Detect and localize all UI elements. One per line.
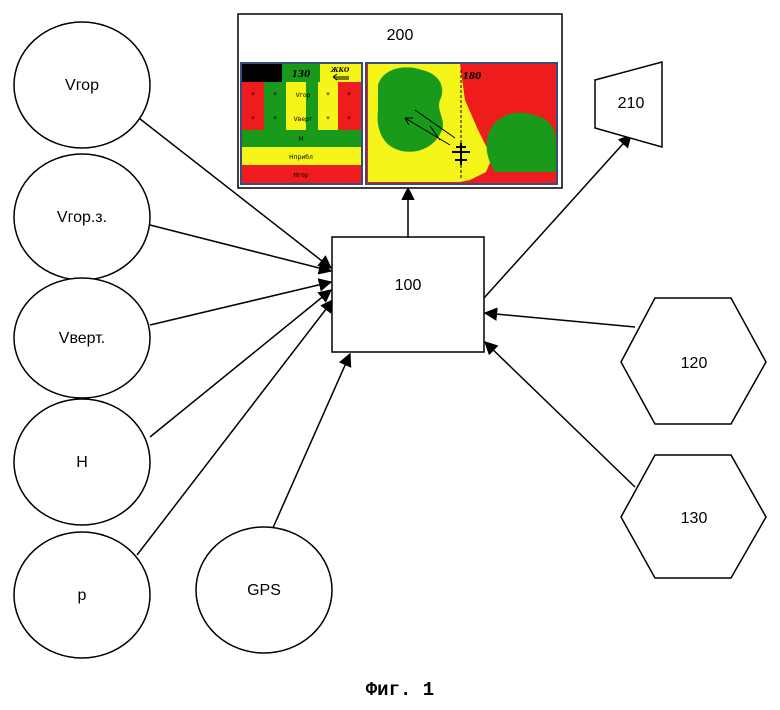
arrow-h-to-100	[150, 290, 331, 437]
sensor-gps-label: GPS	[247, 582, 281, 599]
arrow-vgorz-to-100	[150, 225, 331, 271]
sensor-130-label: 130	[681, 510, 708, 527]
map-terrain-left	[378, 67, 443, 151]
panel-row-napproach: Нприбл	[289, 154, 313, 161]
sensor-vvert: Vверт.	[14, 278, 150, 398]
arrow-gps-to-100	[272, 354, 350, 530]
panel-row-vgor: Vгор	[296, 92, 311, 99]
panel-mark: *	[251, 91, 255, 99]
figure-caption: Фиг. 1	[366, 679, 434, 701]
sensor-p: р	[14, 532, 150, 658]
display-block-label: 200	[387, 27, 414, 44]
panel-row-ngor: Нгор	[293, 172, 308, 179]
processor-block: 100	[332, 237, 484, 352]
output-block: 210	[595, 62, 662, 147]
panel-top-right-label: ЖКО	[330, 67, 350, 74]
sensor-120: 120	[621, 298, 766, 424]
arrow-130-to-100	[485, 342, 635, 487]
output-block-label: 210	[618, 95, 645, 112]
panel-mark: *	[273, 91, 277, 99]
panel-black-cell	[242, 64, 282, 82]
map-terrain-right	[487, 113, 556, 172]
indicator-panel: 130 ЖКО Vгор * * * * Vверт * *	[241, 63, 362, 184]
sensor-120-label: 120	[681, 355, 708, 372]
panel-mark: *	[347, 115, 351, 123]
sensor-vgor: Vгор	[14, 22, 150, 148]
panel-mark: *	[251, 115, 255, 123]
panel-mark: *	[326, 91, 330, 99]
map-marker-label: 180	[463, 72, 483, 82]
panel-mark: *	[326, 115, 330, 123]
sensor-vgorz-label: Vгор.з.	[57, 209, 107, 226]
panel-mark: *	[347, 91, 351, 99]
sensor-vgor-label: Vгор	[65, 77, 99, 94]
sensor-vgorz: Vгор.з.	[14, 154, 150, 280]
sensor-h-label: Н	[76, 454, 88, 471]
sensor-h: Н	[14, 399, 150, 525]
processor-block-label: 100	[395, 277, 422, 294]
panel-row-h: Н	[298, 135, 303, 143]
arrow-120-to-100	[485, 313, 635, 327]
sensor-vvert-label: Vверт.	[59, 330, 105, 347]
sensor-130: 130	[621, 455, 766, 578]
panel-mark: *	[273, 115, 277, 123]
arrow-vvert-to-100	[150, 282, 331, 325]
panel-top-value: 130	[292, 70, 312, 80]
terrain-map: 180	[366, 63, 557, 184]
panel-row-vvert: Vверт	[294, 116, 313, 123]
sensor-gps: GPS	[196, 527, 332, 653]
sensor-p-label: р	[78, 587, 87, 604]
display-block: 200 130 ЖКО Vгор * * * *	[238, 14, 562, 188]
arrow-p-to-100	[137, 300, 333, 555]
